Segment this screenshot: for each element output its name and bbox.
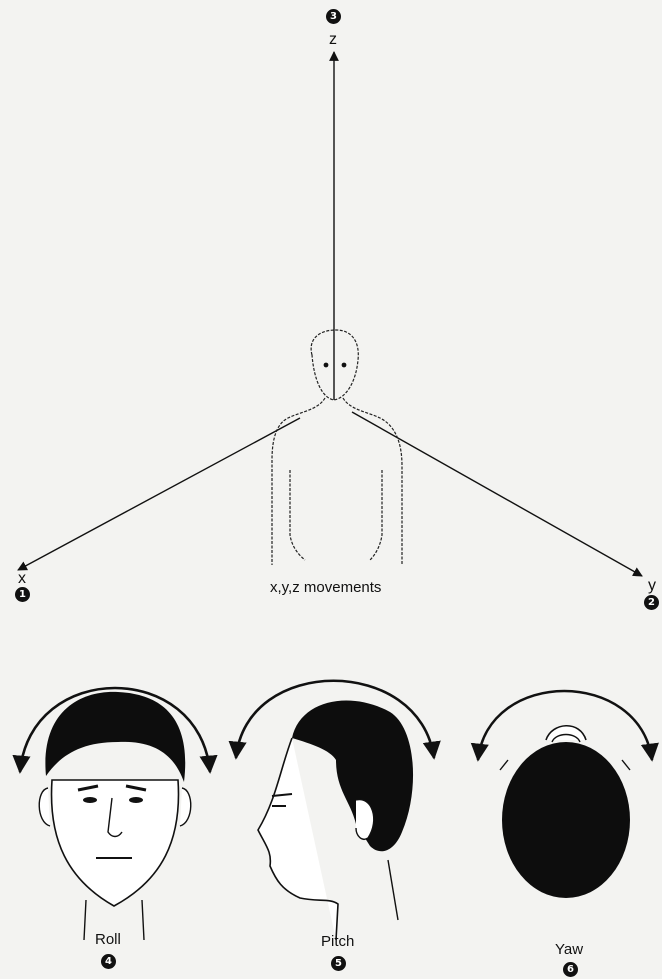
pitch-number-badge: 5: [331, 956, 346, 971]
z-axis-number-badge: 3: [326, 9, 341, 24]
figure-head: [311, 330, 358, 400]
yaw-hair: [502, 742, 630, 898]
x-axis-line: [18, 418, 300, 570]
figure-outline: [272, 330, 402, 565]
pitch-head: [258, 700, 413, 940]
x-axis-label: x: [18, 571, 26, 587]
z-axis-label: z: [329, 32, 337, 48]
roll-head: [39, 692, 191, 940]
roll-hair: [45, 692, 185, 782]
figure-eyes: [324, 363, 347, 368]
axis-lines: [18, 52, 642, 576]
y-axis-line: [352, 412, 642, 576]
yaw-label: Yaw: [555, 942, 583, 957]
yaw-head: [500, 726, 630, 898]
roll-label: Roll: [95, 932, 121, 947]
y-axis-label: y: [648, 578, 656, 594]
roll-number-badge: 4: [101, 954, 116, 969]
yaw-number-badge: 6: [563, 962, 578, 977]
figure-body: [272, 398, 325, 565]
figure-caption: x,y,z movements: [270, 580, 381, 595]
y-axis-number-badge: 2: [644, 595, 659, 610]
x-axis-number-badge: 1: [15, 587, 30, 602]
roll-eyes: [83, 797, 97, 803]
pitch-label: Pitch: [321, 934, 354, 949]
